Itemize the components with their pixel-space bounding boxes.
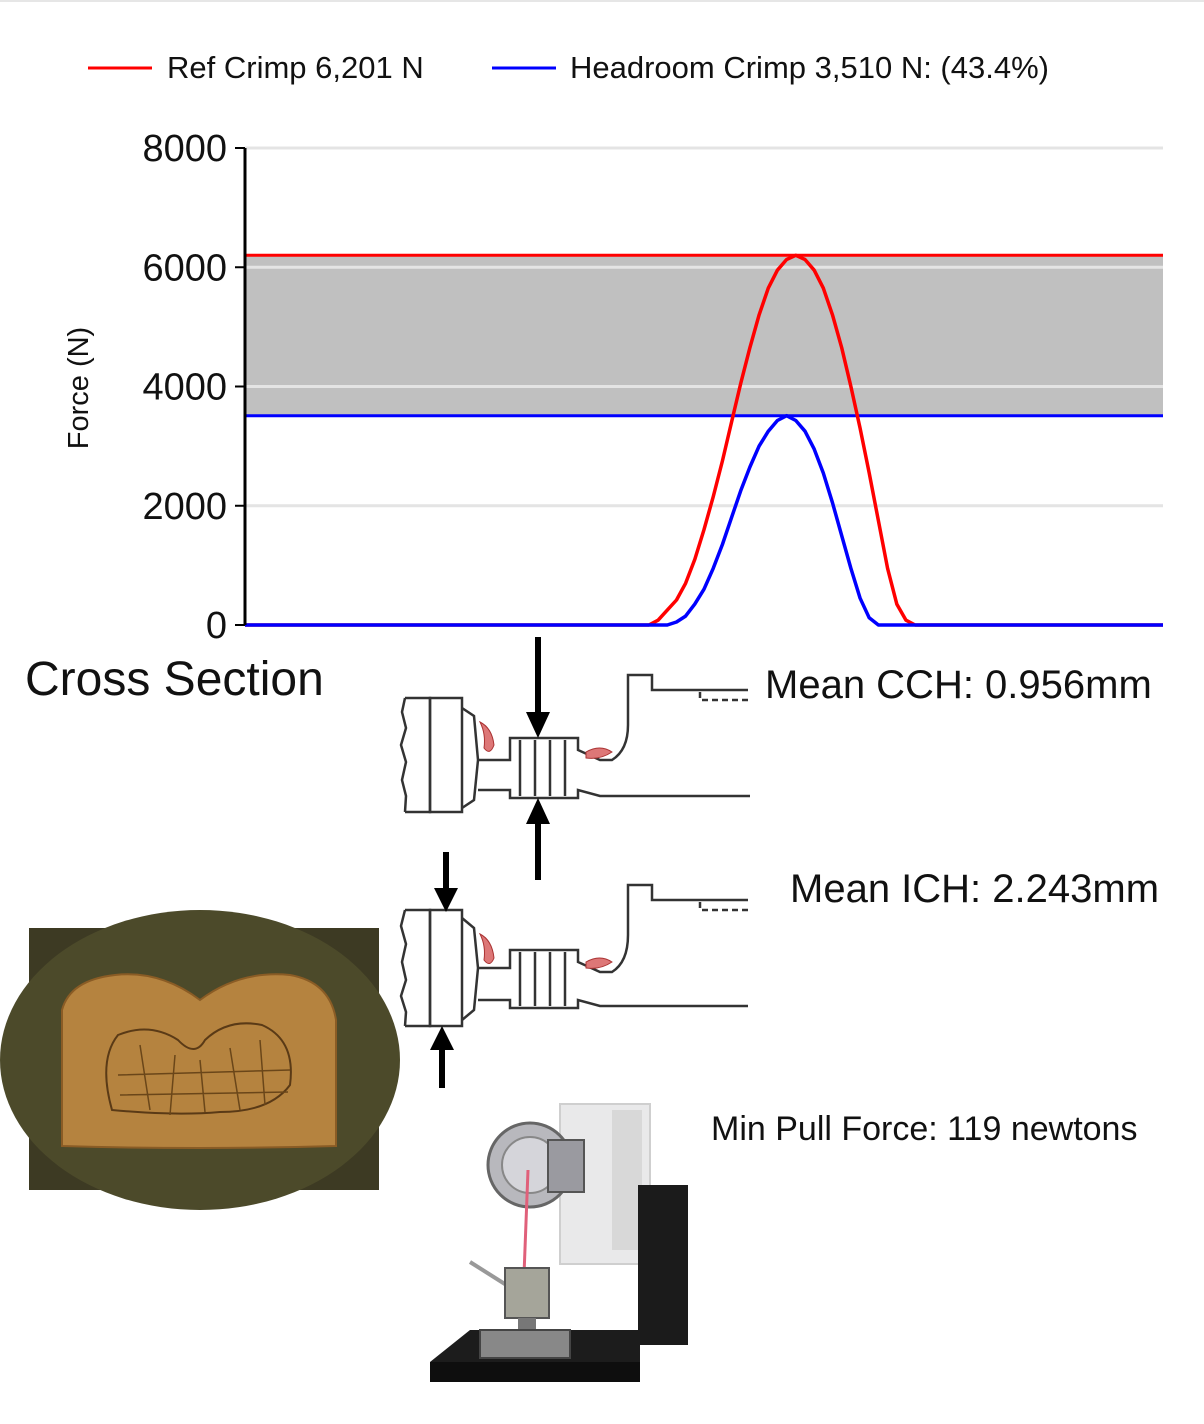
pull-tester-photo bbox=[415, 1103, 688, 1394]
mean-cch-label: Mean CCH: 0.956mm bbox=[765, 663, 1152, 707]
y-tick-label: 6000 bbox=[142, 247, 227, 289]
ich-arrows bbox=[430, 852, 458, 1088]
top-divider bbox=[0, 0, 1204, 2]
y-axis-label: Force (N) bbox=[63, 327, 95, 449]
min-pull-force-label: Min Pull Force: 119 newtons bbox=[711, 1110, 1138, 1148]
cch-terminal-diagram bbox=[399, 673, 750, 814]
ich-wire-strands bbox=[478, 932, 613, 969]
legend-label-ref: Ref Crimp 6,201 N bbox=[167, 50, 424, 85]
mean-ich-label: Mean ICH: 2.243mm bbox=[790, 867, 1160, 911]
legend-label-headroom: Headroom Crimp 3,510 N: (43.4%) bbox=[570, 50, 1049, 85]
ich-terminal-diagram bbox=[399, 883, 748, 1028]
cch-arrows bbox=[526, 637, 550, 880]
y-tick-label: 4000 bbox=[142, 367, 227, 409]
series-line-ref-crimp bbox=[245, 253, 1163, 627]
y-tick-label: 8000 bbox=[142, 128, 227, 170]
y-tick-label: 2000 bbox=[142, 486, 227, 528]
force-chart: 0 2000 4000 6000 8000 Force (N) bbox=[63, 128, 1163, 647]
y-tick-label: 0 bbox=[206, 605, 227, 647]
cross-section-micrograph bbox=[0, 910, 400, 1210]
cch-wire-strands bbox=[478, 720, 613, 759]
cross-section-heading: Cross Section bbox=[25, 653, 324, 706]
legend bbox=[88, 66, 556, 70]
series-line-headroom-crimp bbox=[245, 413, 1163, 627]
headroom-band bbox=[245, 255, 1163, 416]
